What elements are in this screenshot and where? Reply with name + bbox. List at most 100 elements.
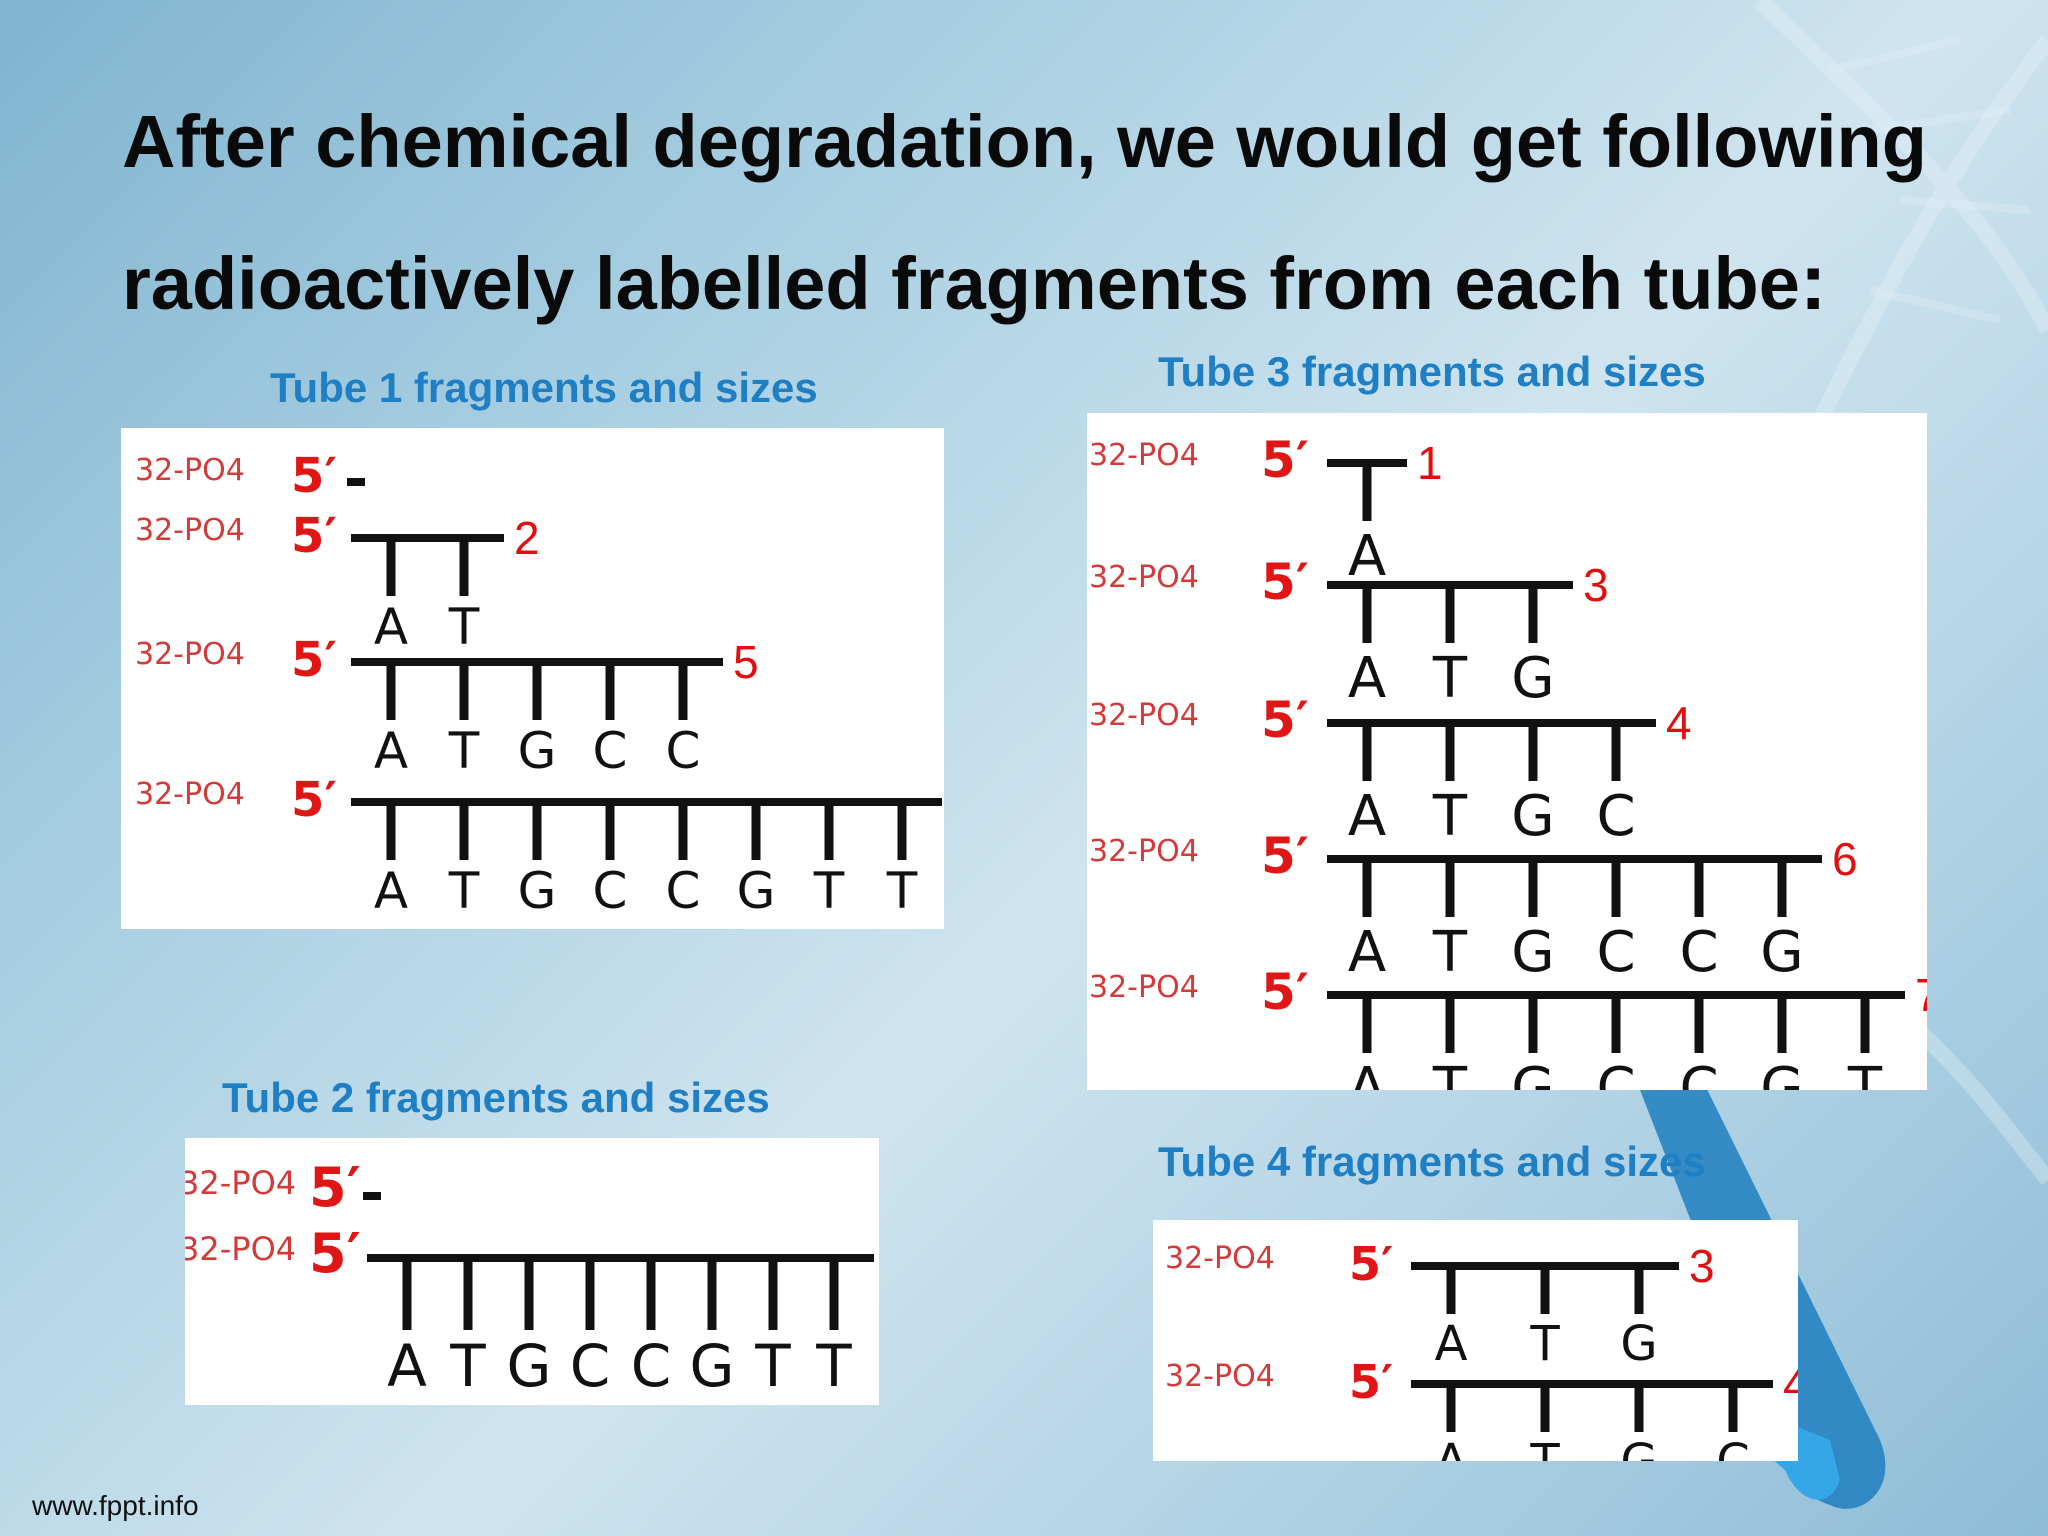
base-letter: G — [507, 1332, 552, 1400]
base-letter: A — [1348, 784, 1386, 849]
base-letter: T — [448, 598, 480, 656]
title-line-1: After chemical degradation, we would get… — [122, 100, 1927, 183]
base-letter: T — [1432, 784, 1468, 849]
base-letter: A — [374, 598, 408, 656]
base-letter: G — [690, 1332, 735, 1400]
base-letter: C — [1679, 920, 1718, 985]
base-letter: C — [666, 722, 701, 780]
five-prime-end-label: 5′ — [1261, 827, 1309, 885]
fragment-size-label: 1 — [1417, 437, 1443, 489]
base-letter: T — [1432, 1056, 1468, 1090]
base-letter: T — [448, 722, 480, 780]
base-letter: G — [1760, 920, 1803, 985]
fragment-stub — [363, 1192, 381, 1200]
five-prime-end-label: 5′ — [291, 772, 337, 828]
base-letter: G — [1620, 1316, 1657, 1372]
fragment-size-label: 4 — [1666, 697, 1692, 749]
five-prime-end-label: 5′ — [1261, 431, 1309, 489]
base-letter: T — [815, 1332, 852, 1400]
base-letter: C — [1679, 1056, 1718, 1090]
base-letter: T — [448, 862, 480, 920]
base-letter: A — [1348, 1056, 1386, 1090]
base-letter: C — [1596, 920, 1635, 985]
base-letter: T — [886, 862, 918, 920]
fragment-prefix-label: 32-PO4 — [135, 513, 245, 548]
fragment-prefix-label: 32-PO4 — [1089, 438, 1199, 473]
base-letter: T — [754, 1332, 791, 1400]
footer-url: www.fppt.info — [32, 1490, 199, 1521]
base-letter: T — [1847, 1056, 1883, 1090]
fragment-size-label: 3 — [1689, 1240, 1715, 1292]
fragment-size-label: 2 — [514, 512, 540, 564]
base-letter: T — [1529, 1316, 1560, 1372]
fragment-prefix-label: 32-PO4 — [135, 453, 245, 488]
five-prime-end-label: 5′ — [291, 508, 337, 564]
base-letter: T — [1432, 646, 1468, 711]
tube-2-heading: Tube 2 fragments and sizes — [222, 1074, 770, 1121]
base-letter: C — [666, 862, 701, 920]
title-line-2: radioactively labelled fragments from ea… — [122, 212, 1982, 354]
base-letter: G — [518, 722, 557, 780]
fragment-size-label: 6 — [1832, 833, 1858, 885]
five-prime-end-label: 5′ — [1261, 553, 1309, 611]
base-letter: C — [1596, 784, 1635, 849]
fragment-prefix-label: 32-PO4 — [1089, 970, 1199, 1005]
five-prime-end-label: 5′ — [291, 448, 337, 504]
base-letter: A — [1348, 646, 1386, 711]
fragment-prefix-label: 32-PO4 — [185, 1230, 296, 1268]
base-letter: A — [374, 862, 408, 920]
base-letter: A — [1348, 920, 1386, 985]
base-letter: A — [387, 1332, 427, 1400]
fragment-prefix-label: 32-PO4 — [1089, 560, 1199, 595]
fragment-stub — [347, 478, 365, 486]
base-letter: G — [1511, 920, 1554, 985]
fragment-prefix-label: 32-PO4 — [135, 637, 245, 672]
base-letter: T — [449, 1332, 486, 1400]
fragment-size-label: 3 — [1583, 559, 1609, 611]
five-prime-end-label: 5′ — [1349, 1237, 1393, 1291]
base-letter: T — [1432, 920, 1468, 985]
fragment-prefix-label: 32-PO4 — [1165, 1359, 1275, 1394]
base-letter: G — [1511, 784, 1554, 849]
base-letter: G — [1760, 1056, 1803, 1090]
title-line-2-text: radioactively labelled fragments from ea… — [122, 242, 1800, 325]
base-letter: C — [593, 862, 628, 920]
five-prime-end-label: 5′ — [309, 1156, 361, 1219]
slide-title: After chemical degradation, we would get… — [122, 72, 1982, 354]
tube-4-heading: Tube 4 fragments and sizes — [1158, 1138, 1706, 1185]
fragment-prefix-label: 32-PO4 — [1165, 1241, 1275, 1276]
fragment-size-label: 5 — [733, 636, 759, 688]
fragment-prefix-label: 32-PO4 — [1089, 834, 1199, 869]
base-letter: G — [1511, 646, 1554, 711]
fragment-prefix-label: 32-PO4 — [1089, 698, 1199, 733]
five-prime-end-label: 5′ — [291, 632, 337, 688]
base-letter: G — [1620, 1434, 1657, 1461]
base-letter: T — [813, 862, 845, 920]
base-letter: G — [518, 862, 557, 920]
tube-1-heading: Tube 1 fragments and sizes — [270, 364, 818, 411]
base-letter: A — [1435, 1434, 1468, 1461]
base-letter: T — [1529, 1434, 1560, 1461]
fragment-size-label: 4 — [1783, 1358, 1798, 1410]
five-prime-end-label: 5′ — [1261, 963, 1309, 1021]
base-letter: C — [1716, 1434, 1750, 1461]
base-letter: C — [631, 1332, 672, 1400]
base-letter: C — [570, 1332, 611, 1400]
base-letter: G — [737, 862, 776, 920]
five-prime-end-label: 5′ — [1349, 1355, 1393, 1409]
five-prime-end-label: 5′ — [1261, 691, 1309, 749]
base-letter: G — [1511, 1056, 1554, 1090]
base-letter: A — [374, 722, 408, 780]
base-letter: C — [1596, 1056, 1635, 1090]
base-letter: C — [593, 722, 628, 780]
base-letter: A — [1435, 1316, 1468, 1372]
fragment-size-label: 7 — [1915, 969, 1927, 1021]
